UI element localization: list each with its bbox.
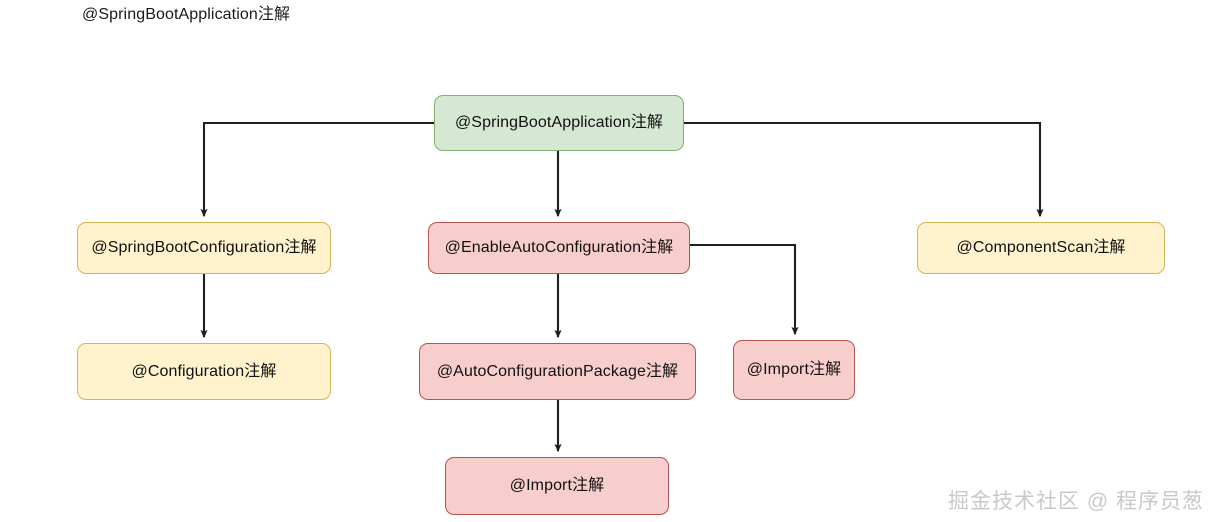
node-label: @EnableAutoConfiguration注解 — [444, 239, 674, 256]
edge-app-to-componentscan — [684, 121, 1044, 218]
node-autoconfigurationpackage[interactable]: @AutoConfigurationPackage注解 — [419, 343, 696, 400]
node-configuration[interactable]: @Configuration注解 — [77, 343, 331, 400]
diagram-caption: @SpringBootApplication注解 — [82, 6, 291, 23]
node-label: @AutoConfigurationPackage注解 — [436, 362, 679, 380]
edge-enableauto-to-import — [690, 243, 799, 336]
node-componentscan[interactable]: @ComponentScan注解 — [917, 222, 1165, 274]
node-label: @ComponentScan注解 — [956, 239, 1126, 256]
node-enableautoconfiguration[interactable]: @EnableAutoConfiguration注解 — [428, 222, 690, 274]
node-springbootconfiguration[interactable]: @SpringBootConfiguration注解 — [77, 222, 331, 274]
node-label: @SpringBootConfiguration注解 — [91, 239, 317, 256]
node-label: @Import注解 — [509, 477, 605, 494]
node-springbootapplication[interactable]: @SpringBootApplication注解 — [434, 95, 684, 151]
node-label: @SpringBootApplication注解 — [454, 114, 664, 131]
node-import-bottom[interactable]: @Import注解 — [445, 457, 669, 515]
node-label: @Import注解 — [746, 361, 842, 378]
edge-app-to-bootconfig — [200, 121, 434, 218]
node-import-side[interactable]: @Import注解 — [733, 340, 855, 400]
node-label: @Configuration注解 — [131, 362, 277, 380]
watermark: 掘金技术社区 @ 程序员葱 — [948, 490, 1204, 513]
